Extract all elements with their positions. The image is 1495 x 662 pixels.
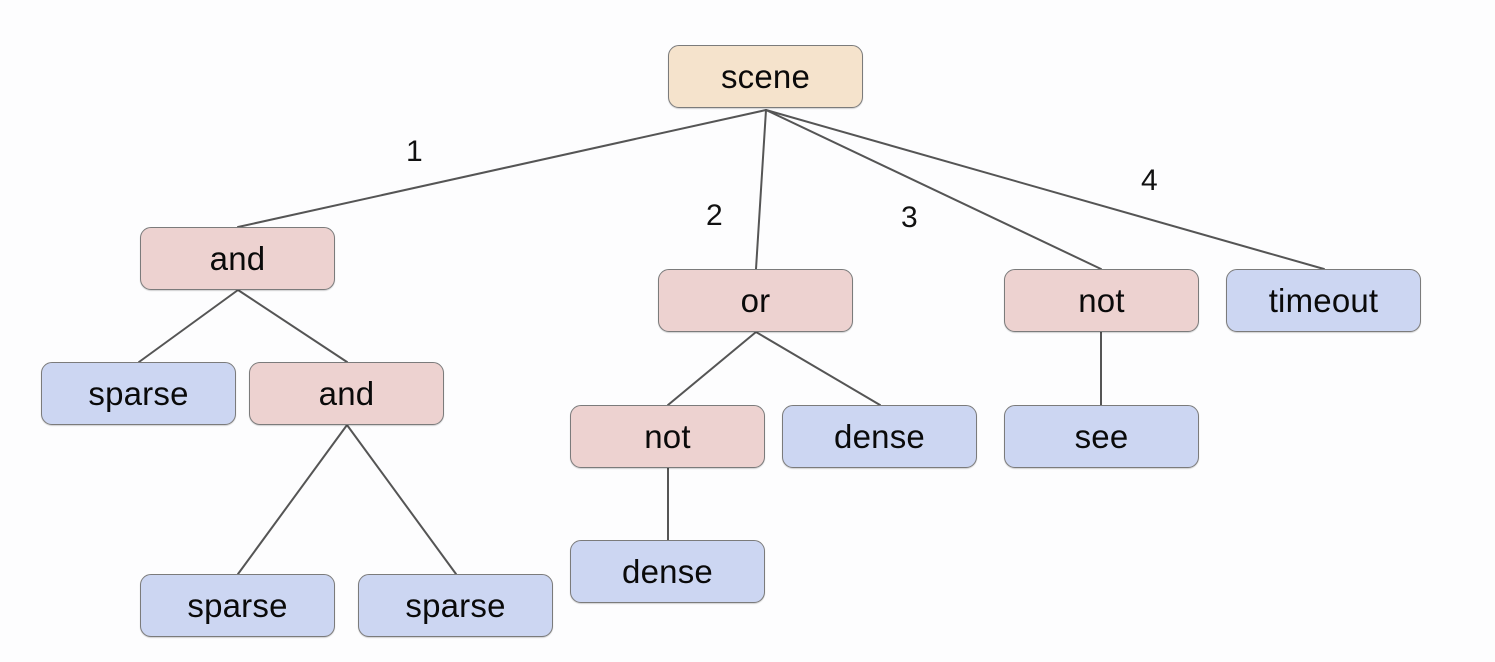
- edge-and2-to-sparse2: [237, 424, 348, 575]
- tree-node-and1[interactable]: and: [140, 227, 335, 290]
- edge-scene-to-not1: [765, 109, 1102, 270]
- tree-node-label: timeout: [1268, 282, 1379, 319]
- tree-node-sparse2[interactable]: sparse: [140, 574, 335, 637]
- tree-node-label: and: [209, 240, 266, 277]
- tree-node-scene[interactable]: scene: [668, 45, 863, 108]
- tree-node-label: see: [1074, 418, 1129, 455]
- tree-node-label: sparse: [187, 587, 288, 624]
- tree-node-label: dense: [834, 418, 925, 455]
- tree-node-sparse3[interactable]: sparse: [358, 574, 553, 637]
- edge-scene-to-timeout: [765, 109, 1325, 270]
- edge-scene-to-and1: [237, 109, 767, 228]
- tree-node-not1[interactable]: not: [1004, 269, 1199, 332]
- edge-and2-to-sparse3: [346, 424, 457, 575]
- tree-node-label: not: [644, 418, 691, 455]
- tree-node-not2[interactable]: not: [570, 405, 765, 468]
- tree-node-label: dense: [622, 553, 713, 590]
- tree-node-label: sparse: [88, 375, 189, 412]
- edge-label-3: 3: [901, 201, 918, 234]
- tree-node-label: or: [740, 282, 771, 319]
- edge-and1-to-and2: [237, 289, 348, 363]
- edge-scene-to-or1: [755, 109, 767, 270]
- tree-node-timeout[interactable]: timeout: [1226, 269, 1421, 332]
- edge-label-2: 2: [706, 199, 723, 232]
- tree-node-label: and: [318, 375, 375, 412]
- tree-node-and2[interactable]: and: [249, 362, 444, 425]
- tree-node-sparse1[interactable]: sparse: [41, 362, 236, 425]
- edge-label-4: 4: [1141, 164, 1158, 197]
- tree-node-dense1[interactable]: dense: [782, 405, 977, 468]
- tree-node-label: not: [1078, 282, 1125, 319]
- edge-and1-to-sparse1: [138, 289, 239, 363]
- edge-label-1: 1: [406, 135, 423, 168]
- tree-node-or1[interactable]: or: [658, 269, 853, 332]
- tree-node-label: scene: [720, 58, 811, 95]
- edge-or1-to-dense1: [755, 331, 881, 406]
- tree-node-see[interactable]: see: [1004, 405, 1199, 468]
- tree-node-dense2[interactable]: dense: [570, 540, 765, 603]
- edge-or1-to-not2: [667, 331, 757, 406]
- tree-node-label: sparse: [405, 587, 506, 624]
